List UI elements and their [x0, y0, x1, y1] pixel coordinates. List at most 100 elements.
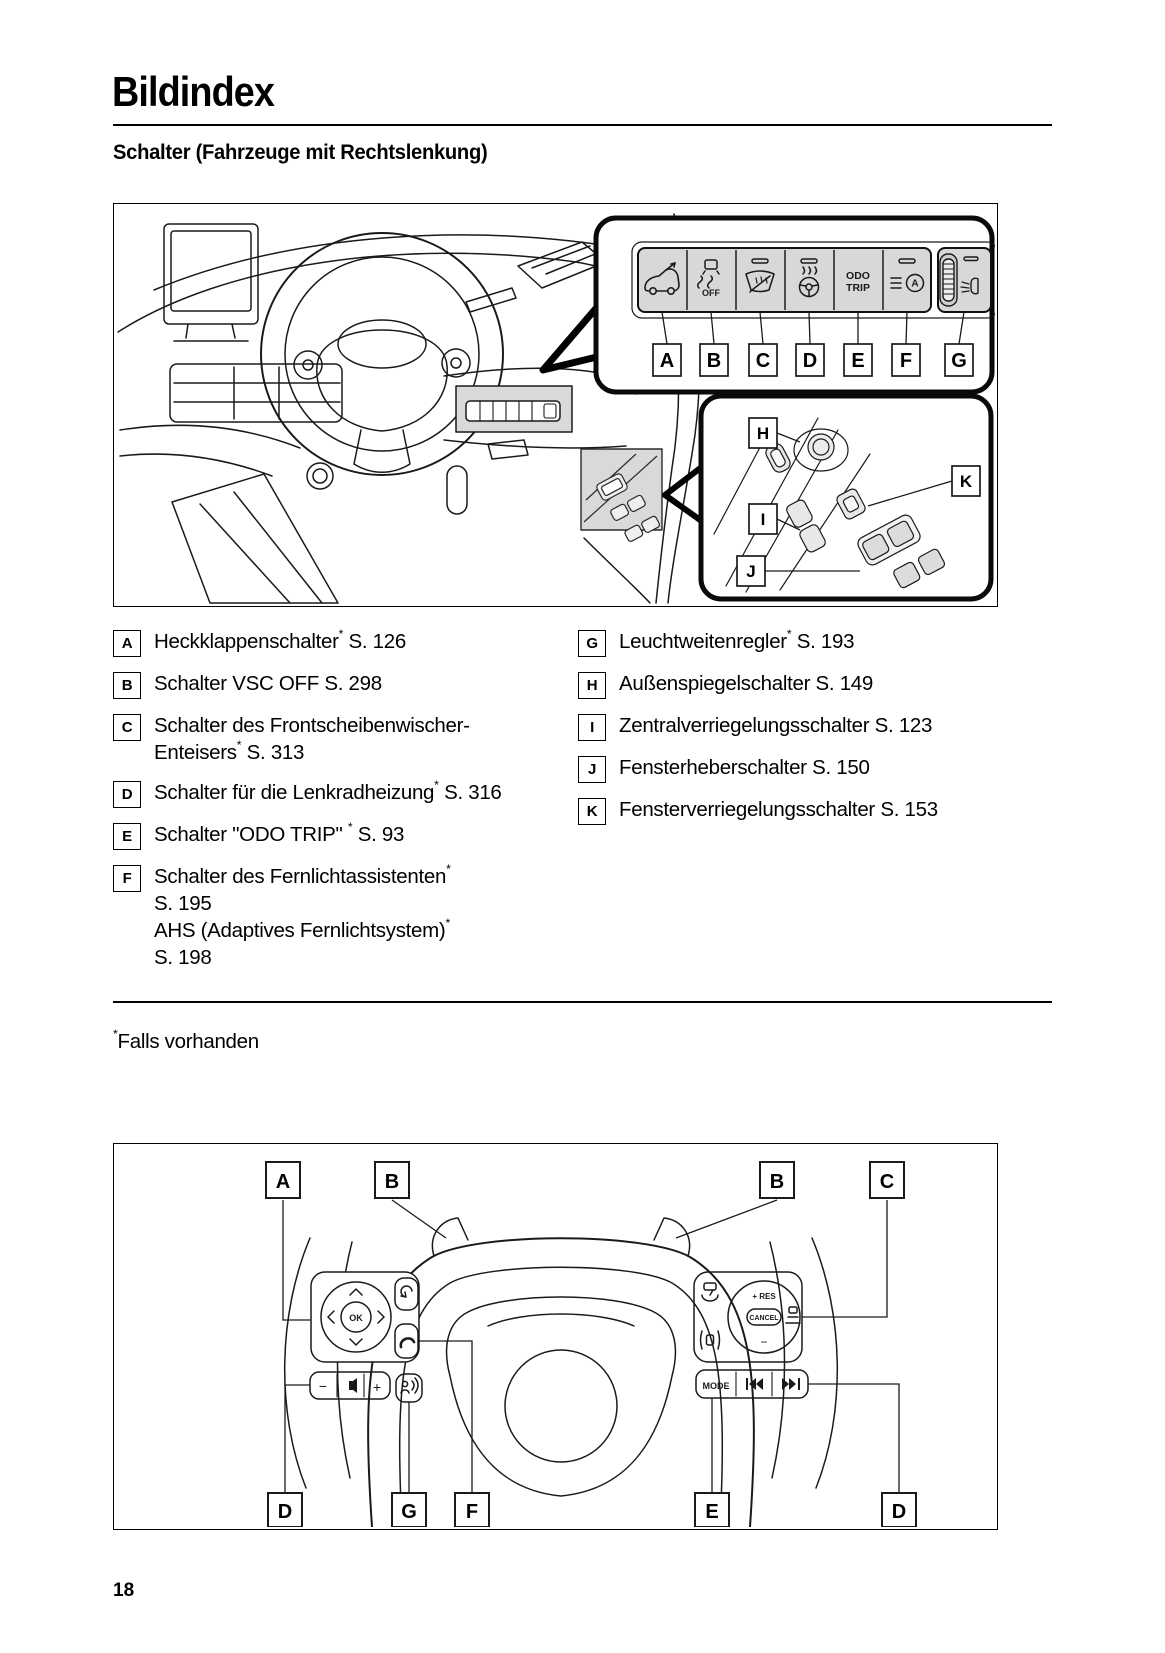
- mode-label: MODE: [703, 1381, 730, 1391]
- figure1-switch-letter-boxes: [652, 343, 974, 377]
- vsc-off-icon: OFF: [696, 259, 720, 298]
- back-icon: [400, 1285, 413, 1298]
- legend-text: Schalter des Fernlichtassistenten*S. 195…: [154, 862, 451, 969]
- dash-switch-panel-highlight: [455, 385, 573, 433]
- figure1-label-C: C: [756, 350, 770, 372]
- figure1-label-G: G: [951, 350, 967, 372]
- page-title: Bildindex: [112, 68, 275, 116]
- legend-item-D: D Schalter für die Lenkradheizung* S. 316: [113, 779, 578, 808]
- figure1-label-A: A: [660, 350, 674, 372]
- volume-minus-label: −: [319, 1378, 327, 1394]
- figure2-label-A: A: [276, 1171, 290, 1193]
- legend-text: Fensterheberschalter S. 150: [619, 756, 870, 779]
- figure1-label-D: D: [803, 350, 817, 372]
- legend-text: Fensterverriegelungsschalter S. 153: [619, 798, 938, 821]
- legend-item-H: H Außenspiegelschalter S. 149: [578, 670, 1052, 699]
- left-switch-cluster: OK − +: [309, 1271, 423, 1403]
- figure2-connectors: [282, 1199, 900, 1493]
- figure2-label-D-left: D: [278, 1501, 292, 1523]
- footnote: *Falls vorhanden: [113, 1027, 259, 1053]
- legend-text: Zentralverriegelungsschalter S. 123: [619, 714, 933, 737]
- legend-letter-box: B: [113, 672, 141, 699]
- headlight-leveling-dial-icon: [939, 253, 979, 307]
- legend-letter-box: G: [578, 630, 606, 657]
- figure1-label-K: K: [960, 472, 973, 491]
- lane-assist-icon: [699, 1330, 721, 1350]
- cancel-label: CANCEL: [749, 1315, 779, 1322]
- legend-letter-box: F: [113, 865, 141, 892]
- figure1-label-I: I: [761, 510, 766, 529]
- figure2-label-B-right: B: [770, 1171, 784, 1193]
- legend-item-K: K Fensterverriegelungsschalter S. 153: [578, 796, 1052, 825]
- steering-wheel-illustration: OK − + + RES: [265, 1161, 917, 1528]
- voice-icon: [400, 1377, 419, 1394]
- speaker-icon: [349, 1378, 357, 1393]
- legend-letter-box: D: [113, 781, 141, 808]
- door-armrest-highlight: [580, 448, 663, 542]
- legend-text: Schalter für die Lenkradheizung* S. 316: [154, 778, 502, 804]
- dashboard-illustration: OFF ODO TRIP: [117, 213, 998, 604]
- legend-divider: [113, 1001, 1052, 1003]
- legend-item-F: F Schalter des Fernlichtassistenten*S. 19…: [113, 863, 578, 971]
- legend-letter-box: H: [578, 672, 606, 699]
- figure1-door-letter-boxes: [736, 417, 981, 587]
- legend-letter-box: E: [113, 823, 141, 850]
- figure2-label-F: F: [466, 1501, 478, 1523]
- volume-plus-label: +: [373, 1379, 381, 1395]
- legend-item-E: E Schalter "ODO TRIP" * S. 93: [113, 821, 578, 850]
- page-number: 18: [113, 1580, 135, 1601]
- legend-letter-box: A: [113, 630, 141, 657]
- tailgate-release-icon: [644, 262, 680, 296]
- ok-button-label: OK: [349, 1313, 363, 1323]
- legend-letter-box: C: [113, 714, 141, 741]
- figure1-label-B: B: [707, 350, 721, 372]
- figure2-label-C: C: [880, 1171, 894, 1193]
- callout-switch-strip: OFF ODO TRIP: [539, 215, 998, 395]
- right-switch-cluster: + RES CANCEL − MODE: [693, 1271, 809, 1399]
- figure1-label-J: J: [746, 562, 755, 581]
- title-divider: [113, 124, 1052, 126]
- odo-trip-icon: ODO TRIP: [846, 270, 870, 294]
- figure2-label-B-left: B: [385, 1171, 399, 1193]
- svg-text:A: A: [911, 279, 918, 290]
- figure2-label-E: E: [705, 1501, 718, 1523]
- svg-text:OFF: OFF: [702, 288, 720, 298]
- steering-heater-icon: [798, 258, 820, 298]
- legend-text: Leuchtweitenregler* S. 193: [619, 627, 855, 653]
- back-button: [394, 1277, 419, 1311]
- phone-icon: [399, 1337, 416, 1349]
- res-label: + RES: [752, 1292, 776, 1301]
- svg-text:TRIP: TRIP: [846, 282, 870, 294]
- legend-letter-box: I: [578, 714, 606, 741]
- legend-text: Schalter "ODO TRIP" * S. 93: [154, 820, 405, 846]
- legend-item-B: B Schalter VSC OFF S. 298: [113, 670, 578, 699]
- figure1-label-E: E: [851, 350, 864, 372]
- legend-text: Schalter VSC OFF S. 298: [154, 672, 382, 695]
- legend-item-G: G Leuchtweitenregler* S. 193: [578, 628, 1052, 657]
- legend-text: Außenspiegelschalter S. 149: [619, 672, 874, 695]
- distance-icon: [785, 1306, 801, 1324]
- svg-text:ODO: ODO: [846, 270, 870, 282]
- legend-text: Schalter des Frontscheibenwischer-Enteis…: [154, 714, 470, 764]
- figure-steering-wheel-switches: OK − + + RES: [113, 1143, 998, 1530]
- figure2-label-G: G: [401, 1501, 417, 1523]
- figure1-label-F: F: [900, 350, 912, 372]
- set-minus-label: −: [760, 1335, 767, 1349]
- legend-text: Heckklappenschalter* S. 126: [154, 627, 406, 653]
- auto-high-beam-icon: A: [890, 258, 925, 293]
- legend-letter-box: J: [578, 756, 606, 783]
- figure1-label-H: H: [757, 424, 769, 443]
- next-track-icon: [782, 1378, 800, 1390]
- prev-track-icon: [746, 1378, 763, 1390]
- legend-item-C: C Schalter des Frontscheibenwischer-Entei…: [113, 712, 578, 766]
- steering-wheel: [260, 232, 504, 476]
- legend-item-A: A Heckklappenschalter* S. 126: [113, 628, 578, 657]
- figure2-label-D-right: D: [892, 1501, 906, 1523]
- section-heading: Schalter (Fahrzeuge mit Rechtslenkung): [113, 141, 488, 164]
- legend-letter-box: K: [578, 798, 606, 825]
- cruise-icon: [701, 1282, 719, 1302]
